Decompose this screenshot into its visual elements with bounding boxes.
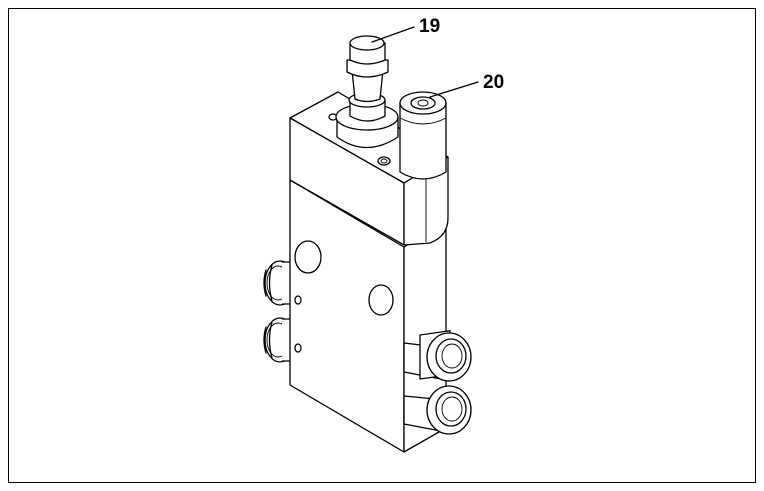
- callout-19-label: 19: [419, 16, 440, 37]
- callout-19: 19: [371, 16, 440, 43]
- right-fitting-lower: [403, 385, 472, 435]
- barb-fitting-19: [335, 35, 399, 149]
- callout-20-label: 20: [483, 72, 504, 93]
- port-hole: [368, 284, 394, 316]
- right-fitting-upper: [403, 330, 472, 382]
- port-hole: [294, 240, 322, 274]
- push-fitting-20: [399, 91, 447, 180]
- callout-20: 20: [429, 72, 504, 98]
